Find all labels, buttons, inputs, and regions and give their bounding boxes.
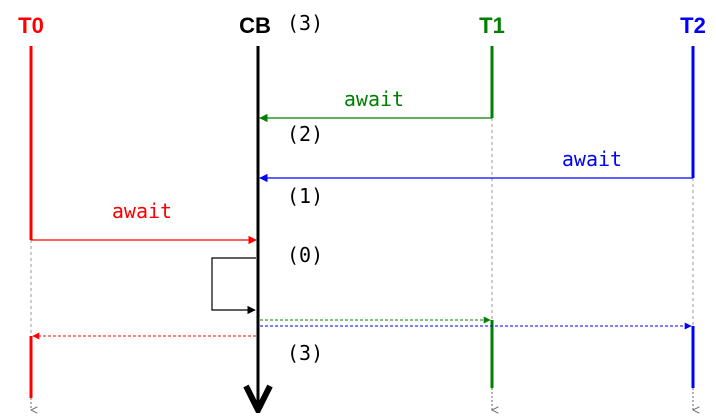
message-t0-await-label: await <box>112 199 172 223</box>
message-t1-await-label: await <box>344 87 404 111</box>
counter-label-3: (3) <box>287 341 323 365</box>
lane-label-cb: CB <box>239 13 271 38</box>
lane-counter-cb: (3) <box>287 11 323 35</box>
lane-label-t2: T2 <box>680 13 706 38</box>
message-t2-await-label: await <box>562 147 622 171</box>
lane-label-t1: T1 <box>479 13 505 38</box>
counter-label-1: (1) <box>287 184 323 208</box>
counter-label-2: (2) <box>287 122 323 146</box>
lane-label-t0: T0 <box>18 13 44 38</box>
counter-label-0: (0) <box>287 243 323 267</box>
cb-self-loop-arrow <box>211 257 256 315</box>
